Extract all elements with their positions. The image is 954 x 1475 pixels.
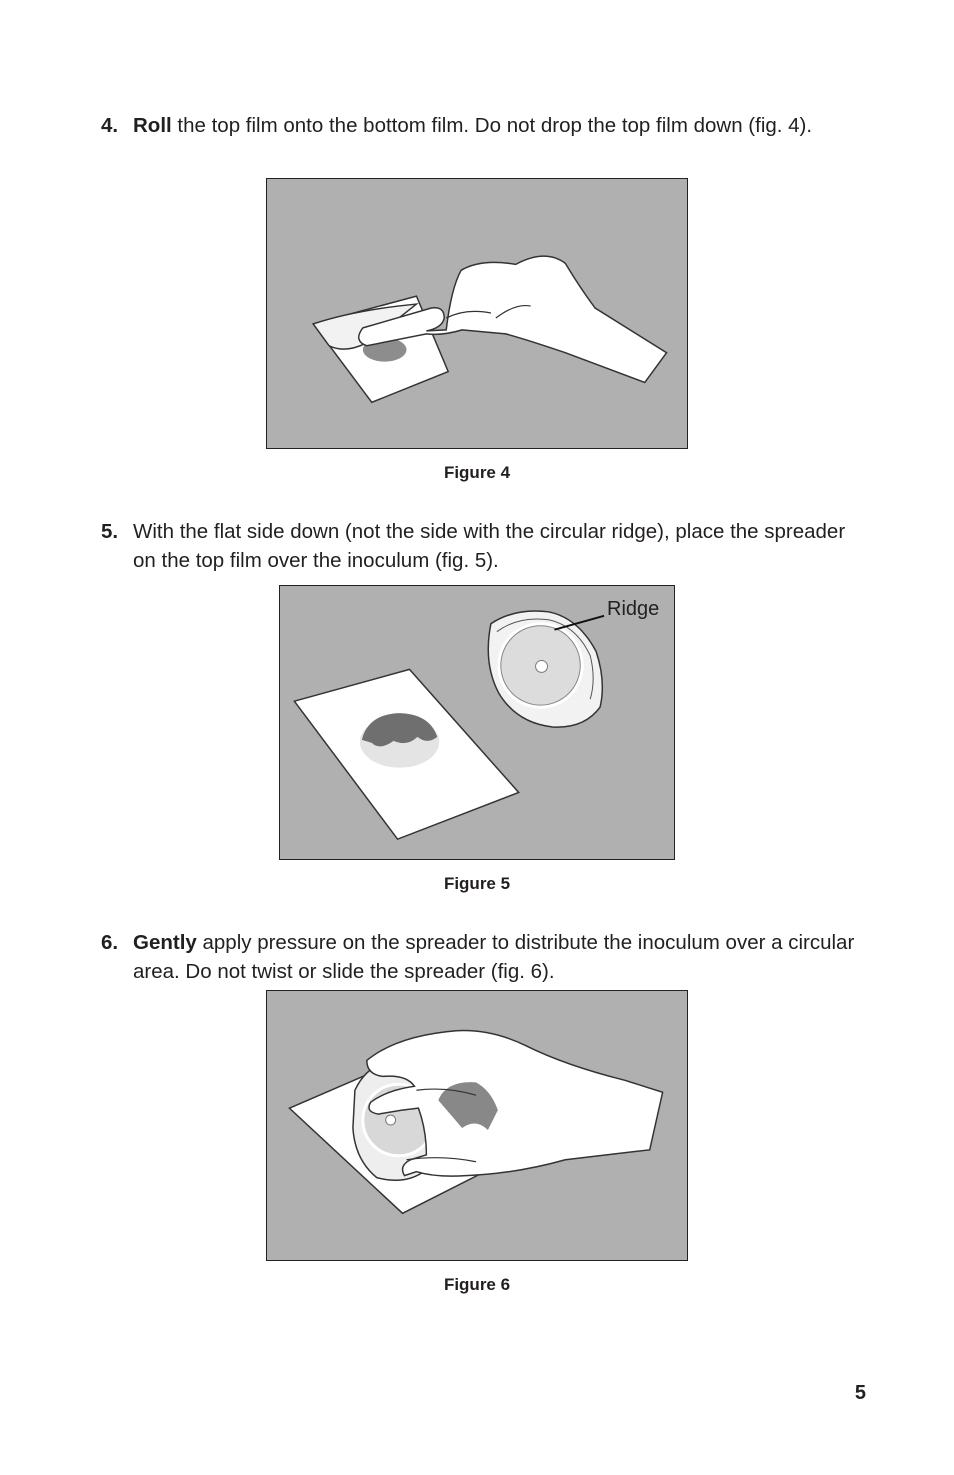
figure-4-caption: Figure 4 bbox=[443, 463, 511, 482]
figure-4-illustration bbox=[266, 178, 688, 449]
step-body: With the flat side down (not the side wi… bbox=[133, 520, 846, 572]
step-lead: Gently bbox=[133, 931, 197, 954]
figure-5-caption: Figure 5 bbox=[443, 874, 511, 893]
step-number: 6. bbox=[101, 931, 119, 954]
hand-rolling-film-illustration bbox=[311, 255, 668, 404]
step-body: apply pressure on the spreader to distri… bbox=[133, 931, 855, 983]
step-4: 4. Roll the top film onto the bottom fil… bbox=[101, 111, 871, 140]
step-text: Roll the top film onto the bottom film. … bbox=[133, 111, 871, 140]
step-lead: Roll bbox=[133, 114, 172, 137]
hand-pressing-spreader-illustration bbox=[288, 1029, 664, 1215]
page-number: 5 bbox=[854, 1382, 866, 1404]
figure-6-illustration bbox=[266, 990, 688, 1261]
figure-6-caption: Figure 6 bbox=[443, 1275, 511, 1294]
step-number: 5. bbox=[101, 520, 119, 543]
figure-5-illustration: Ridge bbox=[279, 585, 675, 860]
step-text: Gently apply pressure on the spreader to… bbox=[133, 928, 871, 986]
step-number: 4. bbox=[101, 114, 119, 137]
step-5: 5. With the flat side down (not the side… bbox=[101, 517, 871, 575]
ridge-label: Ridge bbox=[607, 598, 660, 620]
step-body: the top film onto the bottom film. Do no… bbox=[171, 114, 813, 137]
spreader-and-film-illustration bbox=[293, 610, 605, 841]
step-text: With the flat side down (not the side wi… bbox=[133, 517, 871, 575]
step-6: 6. Gently apply pressure on the spreader… bbox=[101, 928, 871, 986]
